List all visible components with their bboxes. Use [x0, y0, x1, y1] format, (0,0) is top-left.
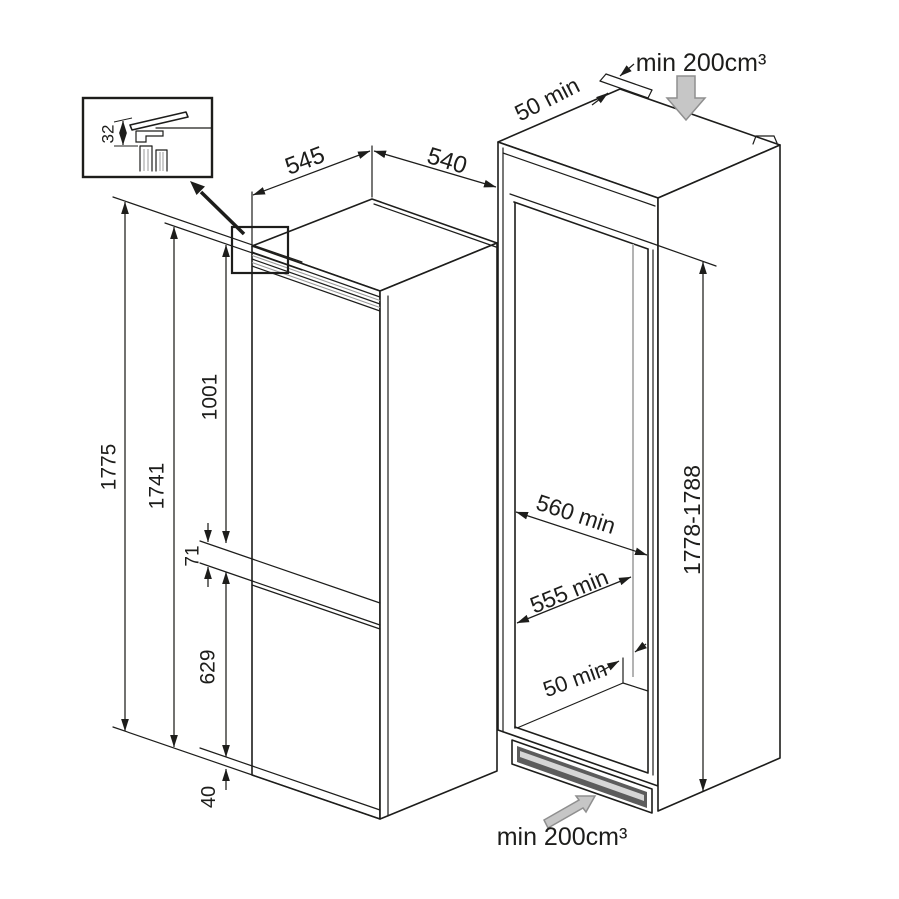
door-rail-lines [251, 251, 381, 312]
cabinet-drawing: 50 min min 200cm³ 560 min 555 min 50 min… [497, 49, 781, 851]
appliance-front-face [251, 245, 381, 820]
cabinet-right-face [657, 144, 781, 812]
detail-door-profile [135, 130, 164, 143]
dim-40-label: 40 [198, 786, 220, 808]
detail-callout-box: 32 [81, 96, 214, 179]
dim-32-label: 32 [99, 125, 118, 144]
dim-32: 32 [99, 117, 138, 147]
detail-trim-bar [129, 111, 189, 131]
door-gap-lines [199, 540, 381, 630]
niche-floor-lines [514, 657, 649, 774]
detail-door-section [139, 145, 168, 172]
dim-71-label: 71 [183, 545, 204, 566]
dim-629-label: 629 [197, 649, 220, 684]
dim-1741: 1741 [146, 226, 178, 748]
top-airflow-arrow [665, 75, 707, 122]
dim-1775-label: 1775 [98, 444, 121, 491]
bottom-vent-label: min 200cm³ [497, 823, 628, 851]
base-lines [112, 726, 381, 820]
dim-545-label: 545 [282, 141, 329, 180]
vent-grille [511, 739, 653, 814]
dim-1775: 1775 [98, 201, 129, 732]
bottom-airflow-arrow [543, 795, 597, 830]
top-vent-label: min 200cm³ [636, 49, 767, 77]
appliance-drawing: 545 540 1775 1741 1001 71 [98, 141, 498, 820]
dim-71: 71 [183, 523, 212, 587]
dim-1778-1788-label: 1778-1788 [679, 465, 705, 575]
dim-545: 545 [252, 141, 371, 196]
dim-1741-label: 1741 [146, 463, 169, 510]
callout-pointer-arrow [190, 181, 246, 236]
appliance-side-face [379, 242, 498, 820]
dim-540: 540 [373, 142, 497, 188]
dim-40: 40 [198, 768, 230, 808]
top-vent-gap-lines [599, 73, 778, 145]
callout-pointer-arrowhead [190, 181, 205, 195]
dim-629: 629 [197, 571, 230, 758]
dim-1001: 1001 [199, 244, 230, 544]
appliance-top-rear-edge-2 [373, 203, 497, 248]
callout-square [230, 225, 290, 275]
niche-opening-lines [502, 147, 656, 776]
grille-slat [520, 751, 644, 801]
dim-540-label: 540 [424, 142, 470, 180]
dim-1778-1788: 1778-1788 [650, 242, 717, 792]
dim-1001-label: 1001 [199, 374, 222, 421]
top-extension-lines [112, 145, 373, 271]
